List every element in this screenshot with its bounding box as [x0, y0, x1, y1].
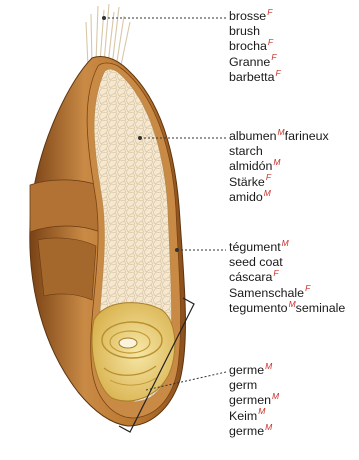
term-it: tegumentoMseminale — [229, 301, 345, 316]
term-fr: albumenMfarineux — [229, 129, 329, 144]
term-fr: brosseF — [229, 9, 281, 24]
term-es: germenM — [229, 393, 279, 408]
term-es: cáscaraF — [229, 270, 345, 285]
term-de: GranneF — [229, 55, 281, 70]
term-de: SamenschaleF — [229, 286, 345, 301]
term-fr: tégumentM — [229, 240, 345, 255]
husk-crease — [30, 180, 100, 232]
label-group-starch: albumenMfarineux starch almidónM StärkeF… — [229, 129, 329, 205]
label-group-seed-coat: tégumentM seed coat cáscaraF Samenschale… — [229, 240, 345, 316]
husk-crease-shadow — [38, 238, 96, 300]
label-group-brush: brosseF brush brochaF GranneF barbettaF — [229, 9, 281, 85]
term-de: StärkeF — [229, 175, 329, 190]
term-en: seed coat — [229, 255, 345, 270]
term-it: germeM — [229, 424, 279, 439]
term-es: almidónM — [229, 159, 329, 174]
term-fr: germeM — [229, 363, 279, 378]
term-it: barbettaF — [229, 70, 281, 85]
term-it: amidoM — [229, 190, 329, 205]
label-group-germ: germeM germ germenM KeimM germeM — [229, 363, 279, 439]
